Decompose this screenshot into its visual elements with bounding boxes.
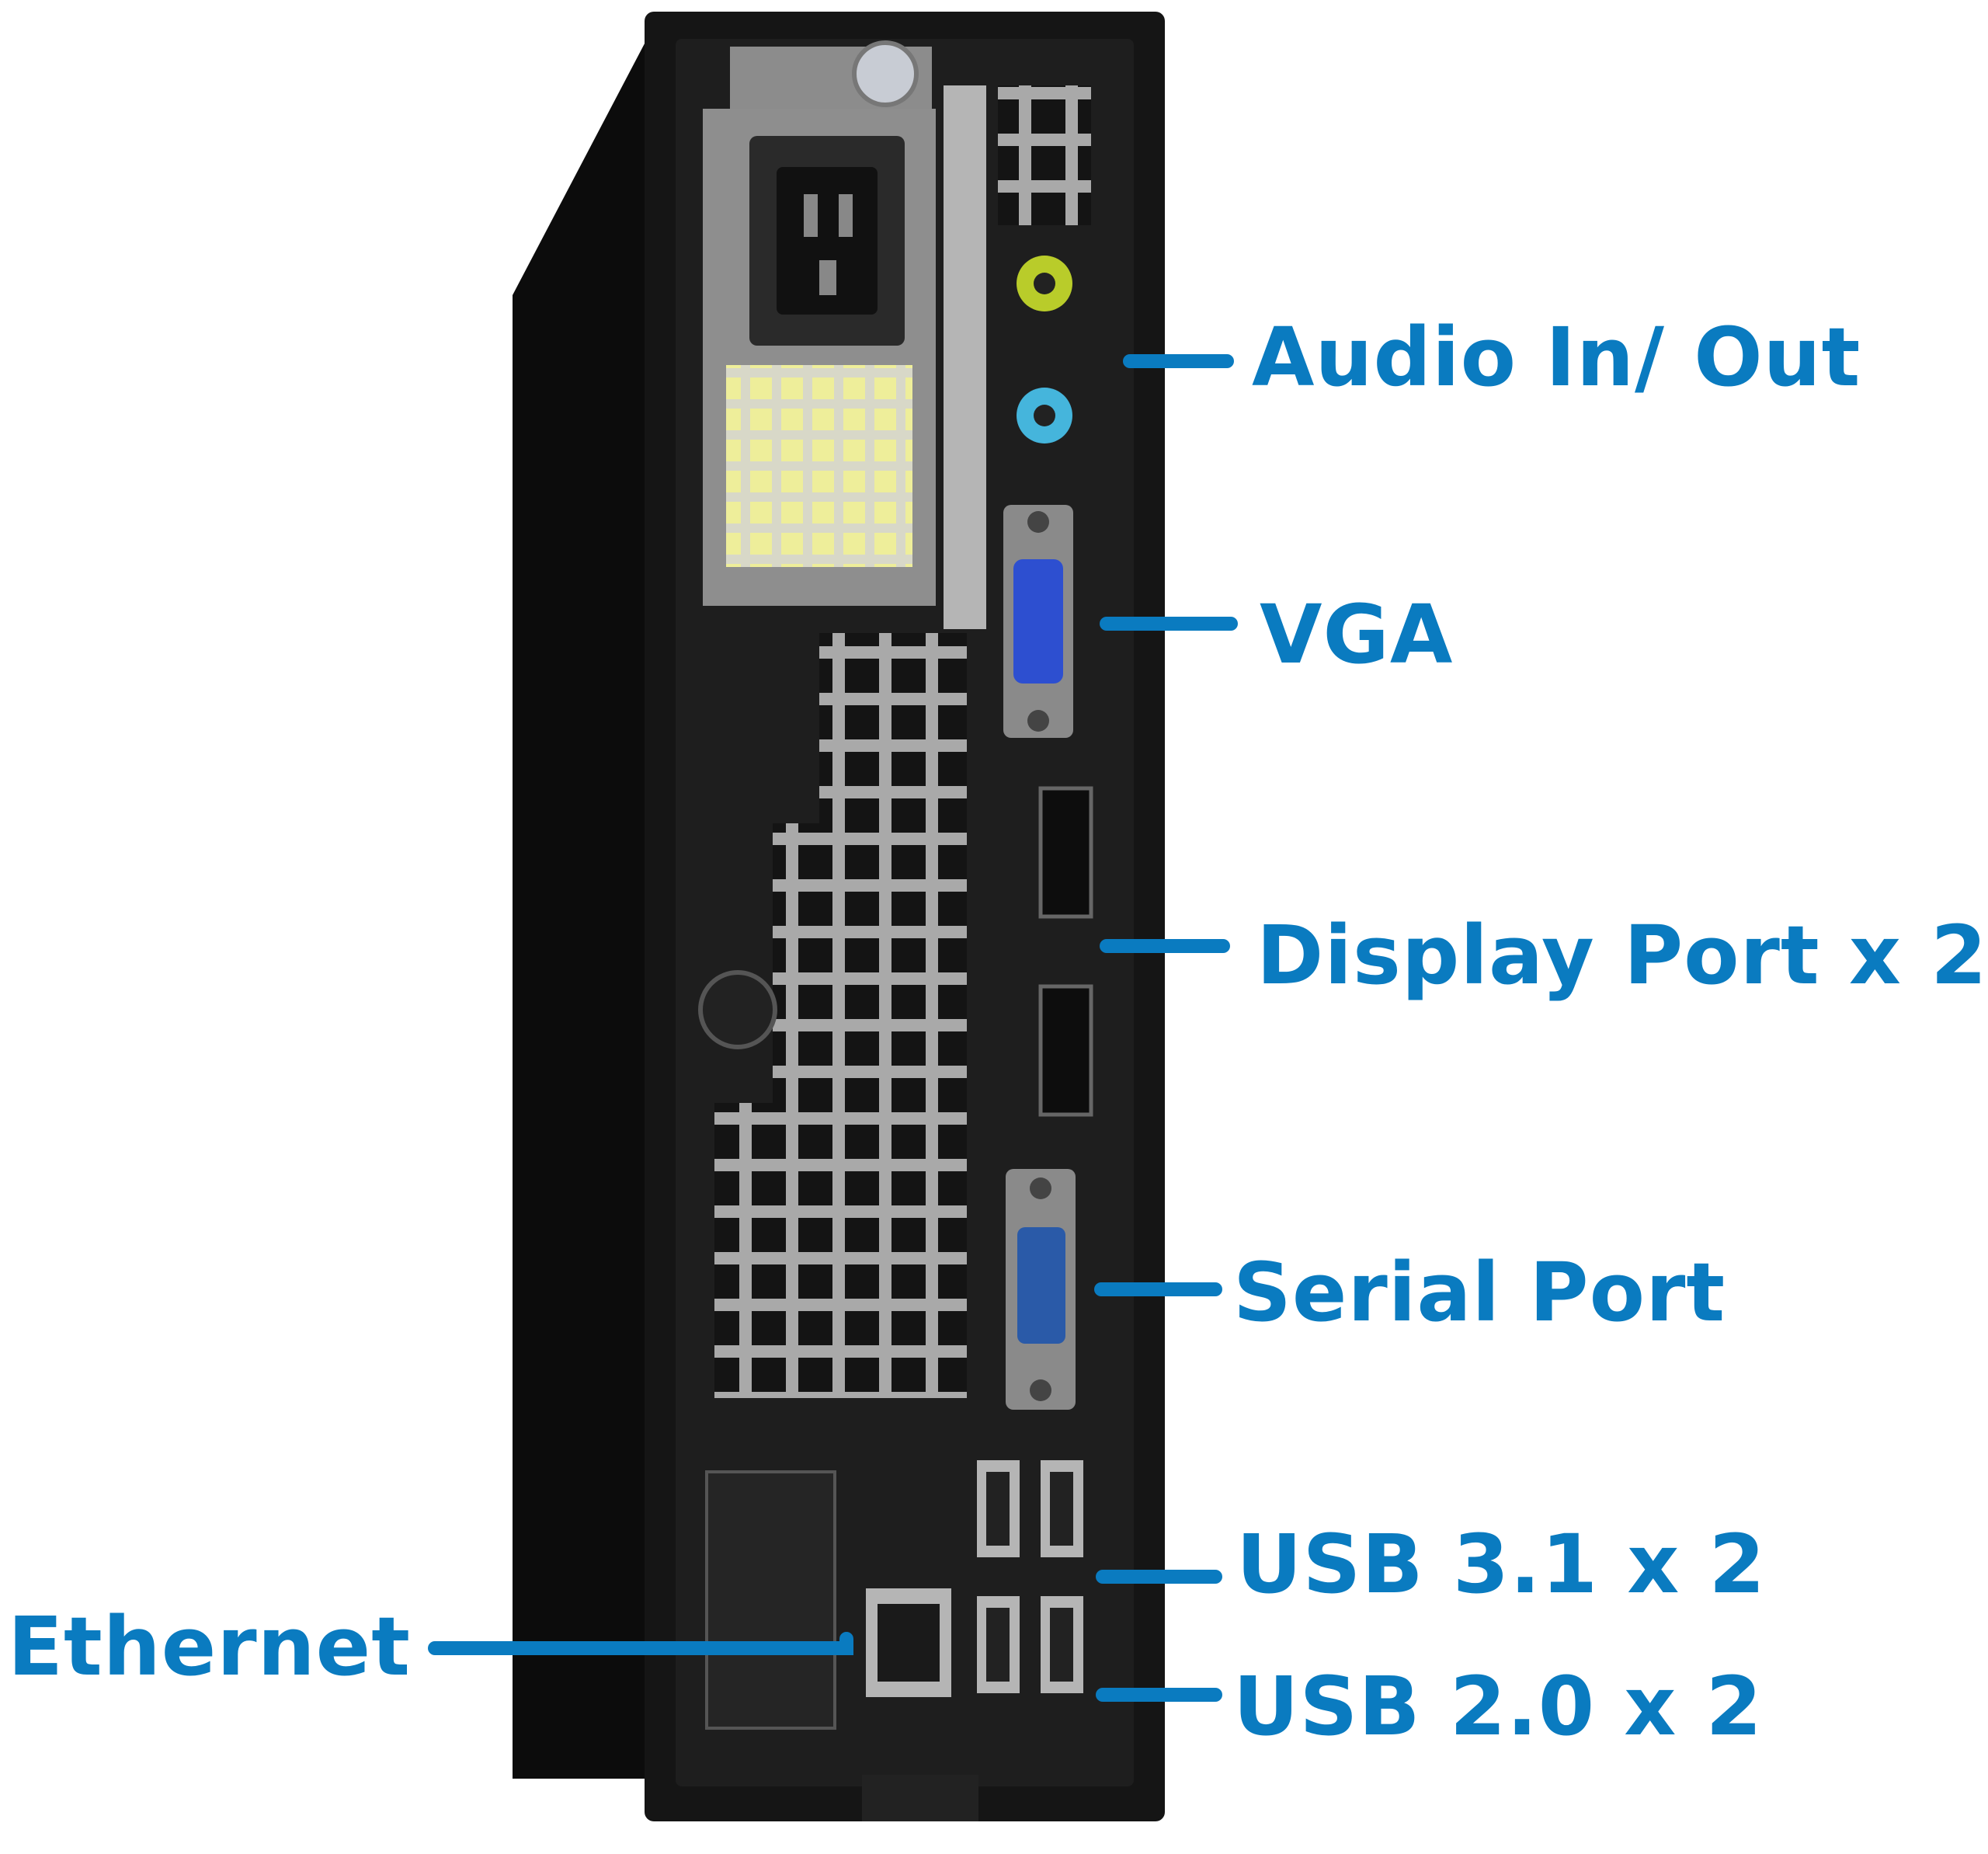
label-ethernet: Ethernet [8, 1599, 411, 1694]
serial-port-icon [1006, 1169, 1076, 1410]
case-foot [862, 1775, 978, 1821]
top-vent [998, 85, 1091, 225]
psu-vent [726, 365, 912, 567]
vent-grid-lower [714, 1103, 967, 1398]
displayport-ports-icon [1038, 786, 1093, 1117]
usb-ports-icon [977, 1460, 1083, 1693]
vent-grid-upper [819, 633, 967, 835]
case-side-panel [513, 14, 683, 1779]
lock-knob-icon [698, 970, 777, 1049]
leader-ethernet [428, 1632, 853, 1655]
label-usb20: USB 2.0 x 2 [1233, 1659, 1763, 1754]
audio-jacks [1017, 256, 1072, 443]
vga-port-icon [1003, 505, 1073, 738]
label-displayport: Display Port x 2 [1256, 908, 1988, 1003]
expansion-slot-cover [944, 85, 986, 629]
label-vga: VGA [1260, 587, 1454, 682]
label-audio: Audio In/ Out [1252, 310, 1861, 405]
thumbscrew-icon [852, 40, 919, 107]
leader-lines [428, 354, 1238, 1702]
label-serial: Serial Port [1233, 1245, 1726, 1340]
ethernet-port-icon [705, 1470, 951, 1730]
label-usb31: USB 3.1 x 2 [1236, 1517, 1766, 1612]
